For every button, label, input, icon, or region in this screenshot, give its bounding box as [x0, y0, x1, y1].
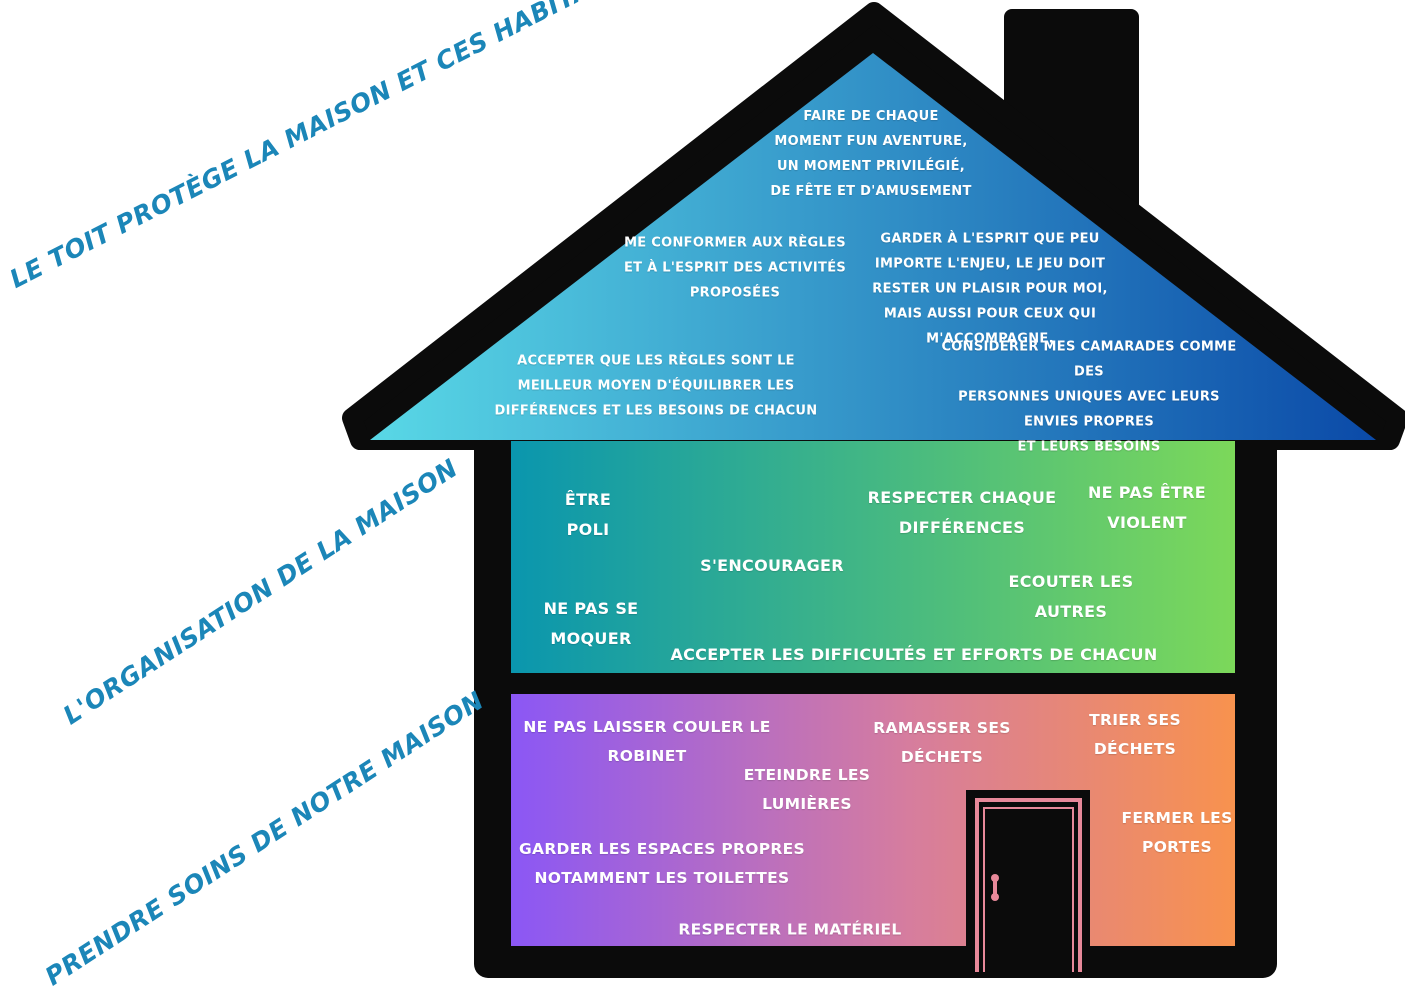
ground-phrase-clean: Garder les espaces propres notamment les… — [519, 840, 805, 887]
middle-phrase-respect: Respecter chaque différences — [867, 488, 1057, 537]
middle-phrase-encourage: S'encourager — [700, 556, 844, 575]
roof-panel — [370, 53, 1376, 440]
middle-phrase-listen: Ecouter les autres — [1008, 572, 1134, 621]
middle-floor-panel — [511, 441, 1235, 673]
middle-phrase-polite: Être poli — [564, 490, 612, 539]
roof-phrase-pleasure: Garder à l'esprit que peu importe l'enje… — [872, 231, 1108, 347]
door — [966, 790, 1090, 972]
ground-phrase-pickup: Ramasser ses déchets — [873, 719, 1011, 766]
middle-phrase-nonviolent: Ne pas être violent — [1087, 483, 1207, 532]
ground-phrase-material: Respecter le matériel — [678, 920, 902, 939]
roof-phrase-rules: Me conformer aux règles et à l'esprit de… — [623, 235, 847, 301]
roof-phrase-balance: Accepter que les règles sont le meilleur… — [494, 353, 818, 419]
middle-phrase-accept: Accepter les difficultés et efforts de c… — [670, 645, 1158, 664]
ground-phrase-lights: Eteindre les lumières — [743, 766, 871, 813]
ground-phrase-doors: Fermer les portes — [1121, 809, 1233, 856]
middle-phrase-nomock: Ne pas se moquer — [543, 599, 639, 648]
ground-floor-panel — [511, 694, 1235, 946]
ground-phrase-sort: Trier ses déchets — [1089, 711, 1181, 758]
roof-phrase-fun: Faire de chaque moment fun aventure, un … — [770, 109, 972, 199]
roof-phrase-unique: Considérer mes camarades comme des perso… — [941, 339, 1237, 455]
ground-phrase-tap: Ne pas laisser couler le robinet — [523, 718, 771, 765]
